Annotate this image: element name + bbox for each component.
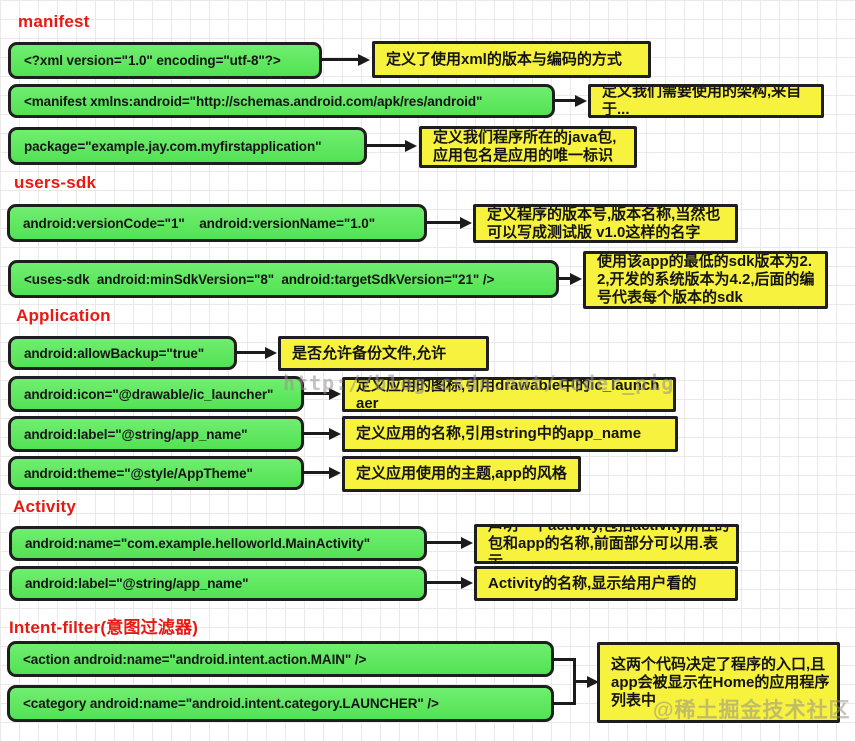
arrow (426, 576, 473, 589)
note-box-uses-sdk: 使用该app的最低的sdk版本为2.2,开发的系统版本为4.2,后面的编号代表每… (583, 251, 828, 309)
arrowhead-icon (575, 94, 587, 107)
code-box-theme: android:theme="@style/AppTheme" (8, 456, 304, 490)
code-box-activity-label: android:label="@string/app_name" (9, 566, 427, 601)
code-box-intent-action: <action android:name="android.intent.act… (7, 641, 554, 677)
arrow (321, 53, 370, 66)
code-box-icon: android:icon="@drawable/ic_launcher" (8, 376, 304, 412)
arrow (303, 387, 341, 400)
arrowhead-icon (405, 139, 417, 152)
note-box-activity-label: Activity的名称,显示给用户看的 (474, 566, 738, 601)
arrowhead-icon (329, 427, 341, 440)
code-box-allow-backup: android:allowBackup="true" (8, 336, 237, 370)
code-box-xml-declaration: <?xml version="1.0" encoding="utf-8"?> (8, 42, 322, 79)
connector-segment (552, 658, 576, 661)
code-box-label: android:label="@string/app_name" (8, 416, 304, 452)
note-box-manifest-xmlns: 定义我们需要使用的架构,来自于... (588, 84, 824, 118)
arrowhead-icon (461, 576, 473, 589)
arrowhead-icon (265, 346, 277, 359)
arrow (554, 94, 587, 107)
arrowhead-icon (329, 466, 341, 479)
code-box-package: package="example.jay.com.myfirstapplicat… (8, 127, 367, 165)
arrowhead-icon (461, 536, 473, 549)
arrowhead-icon (460, 216, 472, 229)
note-box-allow-backup: 是否允许备份文件,允许 (278, 336, 489, 371)
arrowhead-icon (587, 675, 599, 688)
section-header-application: Application (16, 306, 111, 325)
note-box-activity-name: 声明一个activity,包括activity所在的包和app的名称,前面部分可… (474, 524, 739, 564)
code-box-intent-category: <category android:name="android.intent.c… (7, 685, 554, 722)
section-header-intent-filter: Intent-filter(意图过滤器) (9, 618, 199, 637)
section-header-activity: Activity (13, 497, 77, 516)
connector-segment (552, 702, 576, 705)
arrow (576, 675, 599, 688)
code-box-uses-sdk: <uses-sdk android:minSdkVersion="8" andr… (8, 260, 559, 298)
note-box-xml-declaration: 定义了使用xml的版本与编码的方式 (372, 41, 651, 78)
arrowhead-icon (329, 387, 341, 400)
arrow (366, 139, 417, 152)
code-box-version: android:versionCode="1" android:versionN… (7, 204, 427, 242)
section-header-manifest: manifest (18, 12, 90, 31)
arrow (236, 346, 277, 359)
arrowhead-icon (358, 53, 370, 66)
arrow (303, 427, 341, 440)
connector-segment (573, 658, 576, 705)
code-box-activity-name: android:name="com.example.helloworld.Mai… (9, 526, 427, 561)
note-box-label: 定义应用的名称,引用string中的app_name (342, 416, 678, 452)
arrow (426, 216, 472, 229)
arrow (558, 272, 582, 285)
note-box-package: 定义我们程序所在的java包,应用包名是应用的唯一标识 (419, 126, 637, 168)
note-box-intent-filter: 这两个代码决定了程序的入口,且app会被显示在Home的应用程序列表中 (597, 642, 840, 723)
note-box-icon: 定义应用的图标,引用drawable中的ic_launchaer (342, 377, 676, 412)
code-box-manifest-xmlns: <manifest xmlns:android="http://schemas.… (8, 84, 555, 118)
section-header-users-sdk: users-sdk (14, 173, 97, 192)
note-box-version: 定义程序的版本号,版本名称,当然也可以写成测试版 v1.0这样的名字 (473, 204, 738, 243)
arrowhead-icon (570, 272, 582, 285)
arrow (303, 466, 341, 479)
arrow (426, 536, 473, 549)
note-box-theme: 定义应用使用的主题,app的风格 (342, 456, 581, 492)
